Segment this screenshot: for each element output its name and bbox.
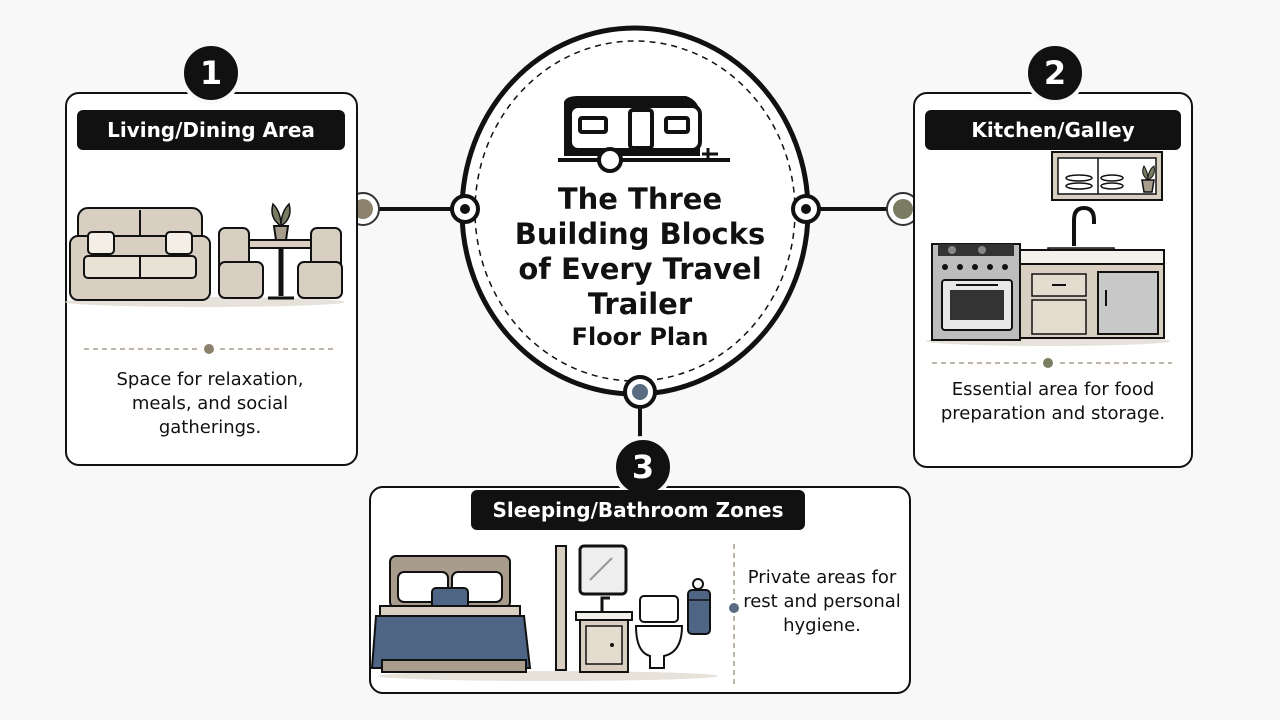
block-number-1: 1 [180, 42, 242, 104]
block-number-3: 3 [612, 436, 674, 498]
center-title: The Three Building Blocks of Every Trave… [514, 182, 766, 321]
block-number-2: 2 [1024, 42, 1086, 104]
kitchen-galley-description: Essential area for food preparation and … [940, 379, 1166, 424]
travel-trailer-icon [558, 96, 730, 173]
living-dining-description: Space for relaxation, meals, and social … [116, 369, 304, 438]
kitchen-galley-title: Kitchen/Galley [925, 110, 1181, 150]
sleeping-bathroom-description: Private areas for rest and personal hygi… [743, 567, 901, 636]
living-dining-title: Living/Dining Area [77, 110, 345, 150]
center-subtitle: Floor Plan [571, 323, 709, 351]
sleeping-bathroom-title: Sleeping/Bathroom Zones [471, 490, 805, 530]
